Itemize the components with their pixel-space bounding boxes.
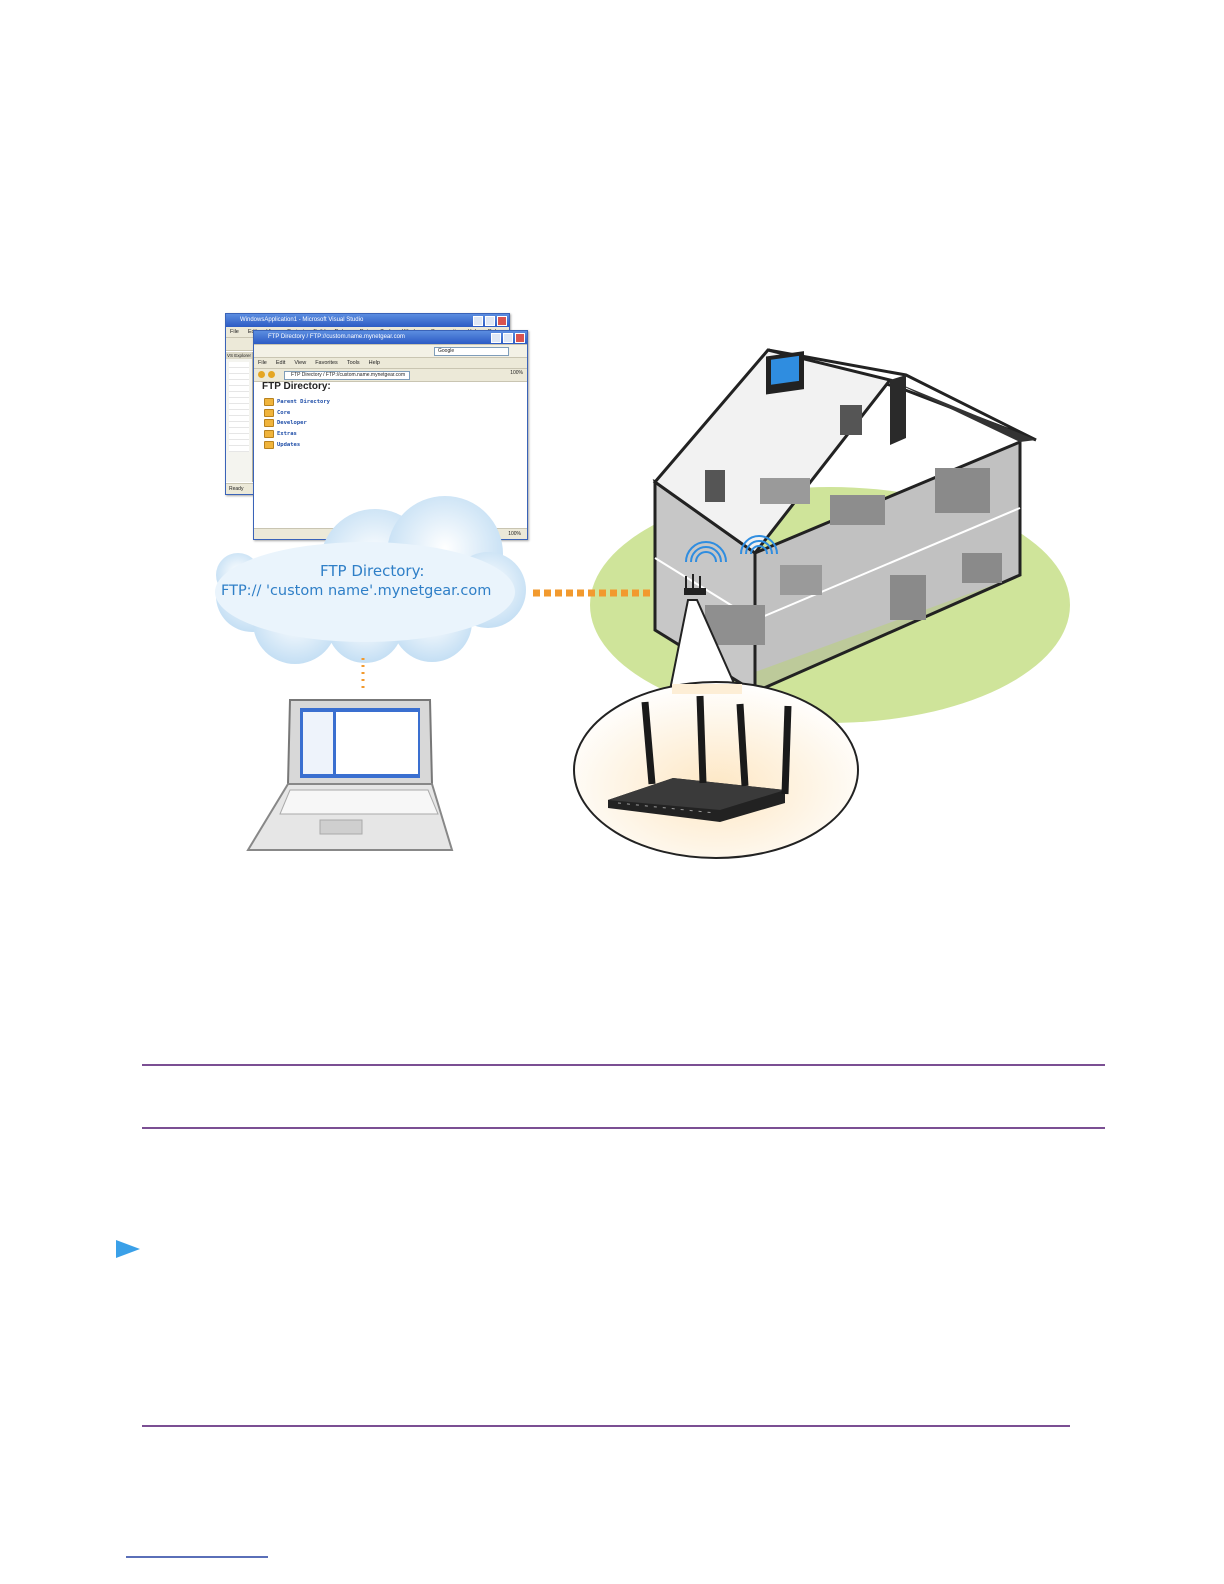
folder-link[interactable]: Developer bbox=[277, 420, 307, 426]
divider-top bbox=[142, 1064, 1105, 1066]
folder-link[interactable]: Core bbox=[277, 410, 290, 416]
status-text: Ready bbox=[226, 486, 243, 492]
forward-icon[interactable] bbox=[268, 371, 275, 378]
menu-bar: File Edit View Favorites Tools Help bbox=[254, 358, 527, 368]
tv-icon bbox=[766, 351, 804, 394]
tree-view[interactable] bbox=[229, 362, 249, 452]
list-item[interactable]: Extras bbox=[264, 429, 330, 440]
search-input[interactable]: Google bbox=[434, 347, 509, 356]
folder-icon bbox=[264, 398, 274, 406]
status-zone: Internet bbox=[452, 529, 469, 539]
window-title-bar: FTP Directory / FTP://custom.name.mynetg… bbox=[254, 331, 527, 344]
laptop-icon bbox=[248, 700, 452, 850]
router-callout-bubble bbox=[574, 600, 858, 858]
folder-link[interactable]: Extras bbox=[277, 431, 297, 437]
cloud-title: FTP Directory: bbox=[320, 562, 424, 580]
back-icon[interactable] bbox=[258, 371, 265, 378]
navigation-toolbar: FTP Directory / FTP://custom.name.mynetg… bbox=[254, 368, 527, 382]
menu-item[interactable]: File bbox=[258, 358, 267, 368]
minimize-icon[interactable] bbox=[491, 333, 501, 343]
ftp-directory-list: Parent Directory Core Developer Extras U… bbox=[264, 397, 330, 450]
address-bar[interactable]: FTP Directory / FTP://custom.name.mynetg… bbox=[284, 371, 410, 380]
ftp-network-illustration: WindowsApplication1 - Microsoft Visual S… bbox=[200, 300, 1080, 860]
folder-link[interactable]: Parent Directory bbox=[277, 399, 330, 405]
lawn-ellipse bbox=[590, 487, 1070, 723]
menu-item[interactable]: Edit bbox=[276, 358, 285, 368]
router-icon bbox=[684, 574, 706, 595]
close-icon[interactable] bbox=[515, 333, 525, 343]
window-controls bbox=[491, 333, 525, 343]
wifi-signal-icon bbox=[741, 536, 777, 554]
router-icon bbox=[608, 696, 788, 822]
bullet-arrow-icon bbox=[116, 1240, 140, 1258]
menu-item[interactable]: View bbox=[294, 358, 306, 368]
list-item[interactable]: Core bbox=[264, 408, 330, 419]
search-toolbar: Google bbox=[254, 344, 527, 358]
list-item[interactable]: Parent Directory bbox=[264, 397, 330, 408]
maximize-icon[interactable] bbox=[485, 316, 495, 326]
menu-item[interactable]: File bbox=[230, 327, 239, 337]
list-item[interactable]: Updates bbox=[264, 439, 330, 450]
status-zoom: 100% bbox=[508, 529, 521, 539]
close-icon[interactable] bbox=[497, 316, 507, 326]
list-item[interactable]: Developer bbox=[264, 418, 330, 429]
maximize-icon[interactable] bbox=[503, 333, 513, 343]
footer-link-underline[interactable] bbox=[126, 1556, 268, 1558]
ftp-directory-heading: FTP Directory: bbox=[262, 381, 331, 392]
folder-link[interactable]: Updates bbox=[277, 442, 300, 448]
wifi-signal-icon bbox=[686, 542, 726, 562]
divider-footer bbox=[142, 1425, 1070, 1427]
house-icon bbox=[655, 350, 1036, 692]
folder-icon bbox=[264, 430, 274, 438]
folder-icon bbox=[264, 441, 274, 449]
folder-icon bbox=[264, 409, 274, 417]
ftp-browser-window: FTP Directory / FTP://custom.name.mynetg… bbox=[253, 330, 528, 540]
cloud-ftp-address: FTP:// 'custom name'.mynetgear.com bbox=[221, 583, 491, 599]
status-bar: Internet 100% bbox=[254, 528, 527, 539]
side-panel-title: VS Explorer bbox=[226, 352, 252, 359]
menu-item[interactable]: Tools bbox=[347, 358, 360, 368]
divider-bottom bbox=[142, 1127, 1105, 1129]
window-title-bar: WindowsApplication1 - Microsoft Visual S… bbox=[226, 314, 509, 327]
side-panel: VS Explorer bbox=[226, 352, 253, 482]
window-title: WindowsApplication1 - Microsoft Visual S… bbox=[240, 317, 363, 323]
zoom-level[interactable]: 100% bbox=[510, 370, 523, 376]
window-title: FTP Directory / FTP://custom.name.mynetg… bbox=[268, 334, 405, 340]
menu-item[interactable]: Help bbox=[369, 358, 380, 368]
minimize-icon[interactable] bbox=[473, 316, 483, 326]
folder-icon bbox=[264, 419, 274, 427]
window-controls bbox=[473, 316, 507, 326]
menu-item[interactable]: Favorites bbox=[315, 358, 338, 368]
